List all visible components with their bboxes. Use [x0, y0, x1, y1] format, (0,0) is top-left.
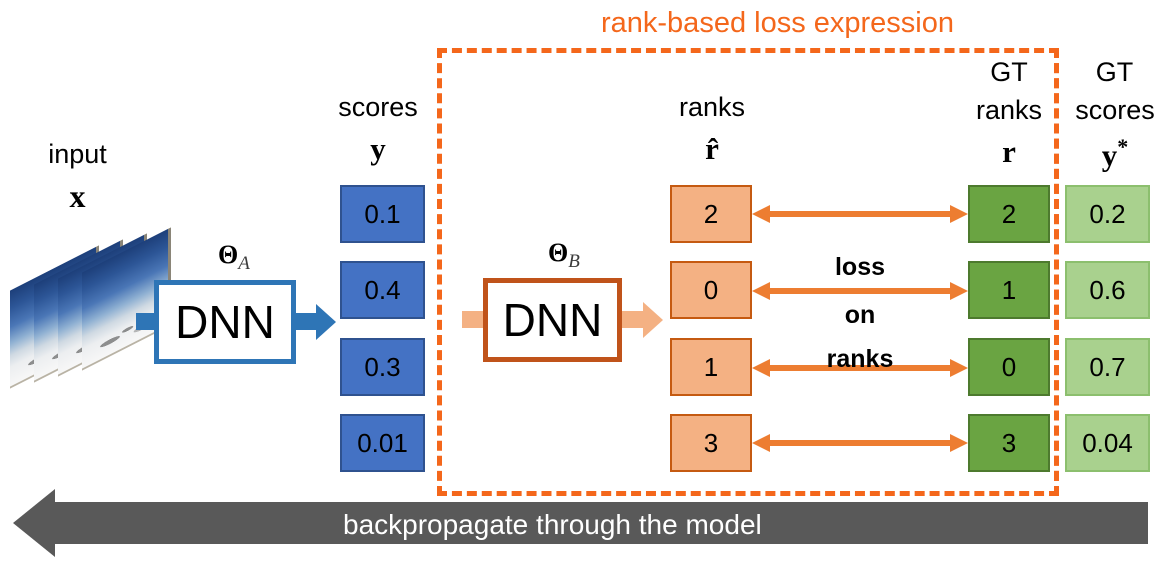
- rank-box: 1: [670, 338, 752, 396]
- gt-rank-box: 2: [968, 185, 1050, 243]
- rank-box: 2: [670, 185, 752, 243]
- arrow-input-to-dnna: [136, 313, 158, 330]
- backprop-label: backpropagate through the model: [343, 509, 762, 540]
- theta-b-label: ΘB: [548, 238, 580, 273]
- input-label: input: [48, 139, 107, 169]
- score-box: 0.3: [340, 338, 425, 396]
- gt-rank-box: 3: [968, 414, 1050, 472]
- loss-arrow-row-2: [752, 282, 968, 300]
- backprop-arrowhead-icon: [13, 489, 55, 557]
- gt-ranks-header-line2: ranks: [975, 95, 1043, 125]
- input-symbol: x: [69, 178, 86, 214]
- gt-score-box: 0.6: [1065, 261, 1150, 319]
- loss-text-line1: loss: [834, 253, 886, 281]
- gt-scores-symbol-base: y: [1101, 137, 1118, 173]
- gt-rank-box: 1: [968, 261, 1050, 319]
- gt-rank-box: 0: [968, 338, 1050, 396]
- loss-arrow-row-4: [752, 434, 968, 452]
- ranks-symbol: r̂: [705, 131, 719, 166]
- backpropagate-arrow: backpropagate through the model: [13, 488, 1153, 558]
- gt-scores-symbol-superscript: *: [1117, 134, 1129, 159]
- figure-title: rank-based loss expression: [600, 7, 954, 39]
- gt-score-box: 0.04: [1065, 414, 1150, 472]
- gt-divider: [1054, 48, 1059, 496]
- loss-arrow-row-3: [752, 359, 968, 377]
- gt-scores-header-line2: scores: [1075, 95, 1155, 125]
- loss-arrow-row-1: [752, 205, 968, 223]
- scores-header: scores: [338, 92, 418, 122]
- loss-text-line2: on: [844, 301, 876, 329]
- gt-scores-symbol: y*: [1060, 134, 1170, 173]
- score-box: 0.4: [340, 261, 425, 319]
- ranks-header: ranks: [678, 92, 746, 122]
- gt-ranks-header-line1: GT: [990, 57, 1028, 87]
- theta-b-subscript: B: [568, 251, 580, 273]
- theta-b-symbol: Θ: [548, 238, 569, 267]
- score-box: 0.1: [340, 185, 425, 243]
- arrow-dnna-to-scores: [294, 304, 336, 340]
- scores-symbol: y: [370, 131, 386, 166]
- rank-box: 0: [670, 261, 752, 319]
- dnn-box-b[interactable]: DNN: [483, 278, 622, 362]
- backprop-bar: [54, 502, 1148, 544]
- loss-text-line3: ranks: [826, 345, 894, 373]
- rank-box: 3: [670, 414, 752, 472]
- arrow-dnnb-to-ranks: [621, 302, 663, 338]
- theta-a-symbol: Θ: [218, 240, 239, 269]
- theta-a-label: ΘA: [218, 240, 250, 275]
- gt-score-box: 0.2: [1065, 185, 1150, 243]
- gt-scores-header-line1: GT: [1095, 57, 1134, 87]
- gt-ranks-symbol: r: [1002, 134, 1016, 169]
- theta-a-subscript: A: [238, 253, 250, 275]
- score-box: 0.01: [340, 414, 425, 472]
- dnn-box-a[interactable]: DNN: [154, 280, 296, 364]
- arrow-into-dnnb: [462, 311, 484, 328]
- gt-score-box: 0.7: [1065, 338, 1150, 396]
